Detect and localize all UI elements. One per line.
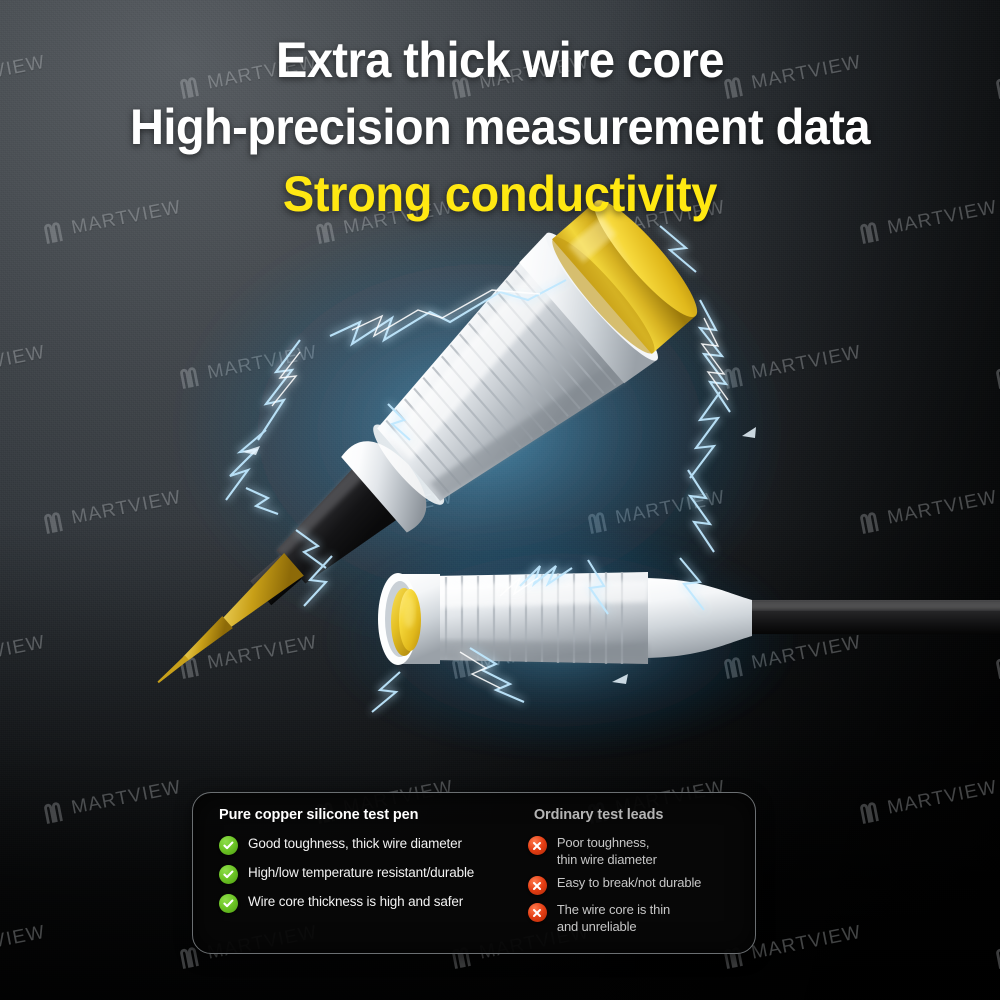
check-circle-icon [219,865,238,884]
feature-item: High/low temperature resistant/durable [219,864,522,884]
headline-group: Extra thick wire core High-precision mea… [0,34,1000,221]
column-title-product: Pure copper silicone test pen [219,807,419,823]
feature-label: Poor toughness, thin wire diameter [556,835,657,867]
feature-item: The wire core is thin and unreliable [527,902,755,935]
feature-item: Wire core thickness is high and safer [219,893,522,913]
cross-circle-icon [527,836,547,855]
feature-label: The wire core is thin and unreliable [556,902,671,934]
comparison-column-ordinary: Ordinary test leads Poor toughness, thin… [522,807,755,943]
feature-item: Easy to break/not durable [527,875,755,896]
headline-line-3-accent: Strong conductivity [30,168,970,221]
comparison-panel: Pure copper silicone test pen Good tough… [192,792,756,954]
headline-accent-text: Strong conductivity [282,166,718,222]
headline-line-1: Extra thick wire core [276,32,724,88]
cross-circle-icon [527,903,547,923]
feature-item: Good toughness, thick wire diameter [219,835,522,855]
cross-circle-icon [527,876,547,896]
check-circle-icon [219,836,238,855]
comparison-column-product: Pure copper silicone test pen Good tough… [193,807,522,943]
headline-line-2: High-precision measurement data [130,99,871,155]
feature-label: Wire core thickness is high and safer [248,894,464,909]
feature-label: Easy to break/not durable [556,875,702,891]
feature-label: High/low temperature resistant/durable [248,865,475,880]
feature-item: Poor toughness, thin wire diameter [527,835,755,868]
check-circle-icon [219,894,238,913]
feature-label: Good toughness, thick wire diameter [248,836,462,851]
column-title-ordinary: Ordinary test leads [533,807,664,823]
